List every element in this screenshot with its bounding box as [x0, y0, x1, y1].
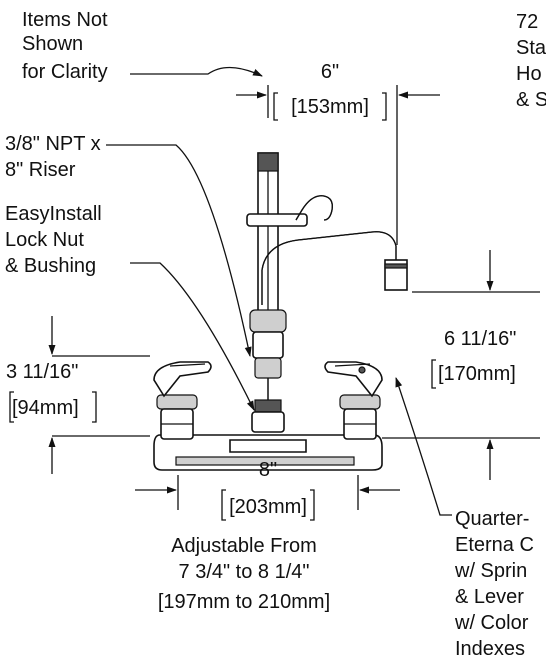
- svg-text:Quarter-: Quarter-: [455, 508, 529, 530]
- label-stainless-spout-partial: 72 Sta Ho & S: [516, 11, 546, 111]
- svg-text:EasyInstall: EasyInstall: [5, 203, 102, 225]
- svg-text:& Lever: & Lever: [455, 586, 524, 608]
- label-body-height: 3 11/16" [94mm]: [6, 361, 97, 423]
- svg-text:[170mm]: [170mm]: [438, 363, 516, 385]
- svg-text:w/ Color: w/ Color: [454, 612, 529, 634]
- svg-text:72: 72: [516, 11, 538, 33]
- svg-text:Sta: Sta: [516, 37, 546, 59]
- right-valve: [324, 361, 383, 440]
- faucet-body: [153, 434, 383, 471]
- svg-text:& S: & S: [516, 89, 546, 111]
- svg-text:& Bushing: & Bushing: [5, 255, 96, 277]
- svg-text:Ho: Ho: [516, 63, 542, 85]
- svg-text:Items Not: Items Not: [22, 9, 108, 31]
- svg-text:[203mm]: [203mm]: [229, 496, 307, 518]
- svg-text:Indexes: Indexes: [455, 638, 525, 660]
- svg-text:6": 6": [321, 61, 339, 83]
- label-riser: 3/8" NPT x 8" Riser: [5, 133, 101, 181]
- spout-swivel: [249, 309, 287, 402]
- leader-lines: [106, 66, 452, 516]
- swing-spout: [261, 231, 408, 305]
- svg-text:6 11/16": 6 11/16": [444, 328, 516, 350]
- dimension-lines: [48, 85, 540, 510]
- svg-text:Lock Nut: Lock Nut: [5, 229, 84, 251]
- label-lock-nut: EasyInstall Lock Nut & Bushing: [5, 203, 102, 277]
- label-adjustable: Adjustable From 7 3/4" to 8 1/4" [197mm …: [158, 535, 330, 613]
- svg-text:Eterna C: Eterna C: [455, 534, 534, 556]
- svg-text:Shown: Shown: [22, 33, 83, 55]
- svg-text:8": 8": [259, 459, 277, 481]
- svg-text:[153mm]: [153mm]: [291, 96, 369, 118]
- label-spout-height: 6 11/16" [170mm]: [431, 328, 516, 389]
- svg-text:[197mm to 210mm]: [197mm to 210mm]: [158, 591, 330, 613]
- svg-text:3/8" NPT x: 3/8" NPT x: [5, 133, 101, 155]
- label-spout-reach: 6" [153mm]: [273, 61, 387, 121]
- label-centers: 8" [203mm]: [221, 459, 315, 521]
- svg-text:7 3/4" to 8 1/4": 7 3/4" to 8 1/4": [179, 561, 310, 583]
- svg-text:Adjustable From: Adjustable From: [171, 535, 317, 557]
- lock-nut: [251, 399, 285, 433]
- faucet-illustration: [153, 152, 408, 471]
- label-items-not-shown: Items Not Shown for Clarity: [22, 9, 108, 83]
- svg-text:3 11/16": 3 11/16": [6, 361, 78, 383]
- svg-text:for Clarity: for Clarity: [22, 61, 108, 83]
- svg-text:[94mm]: [94mm]: [12, 397, 79, 419]
- svg-text:8" Riser: 8" Riser: [5, 159, 76, 181]
- label-cartridge-partial: Quarter- Eterna C w/ Sprin & Lever w/ Co…: [454, 508, 534, 660]
- svg-text:w/ Sprin: w/ Sprin: [454, 560, 527, 582]
- left-valve: [153, 361, 212, 440]
- riser-pipe: [257, 152, 279, 314]
- hook: [295, 195, 333, 221]
- riser-bracket: [246, 213, 308, 227]
